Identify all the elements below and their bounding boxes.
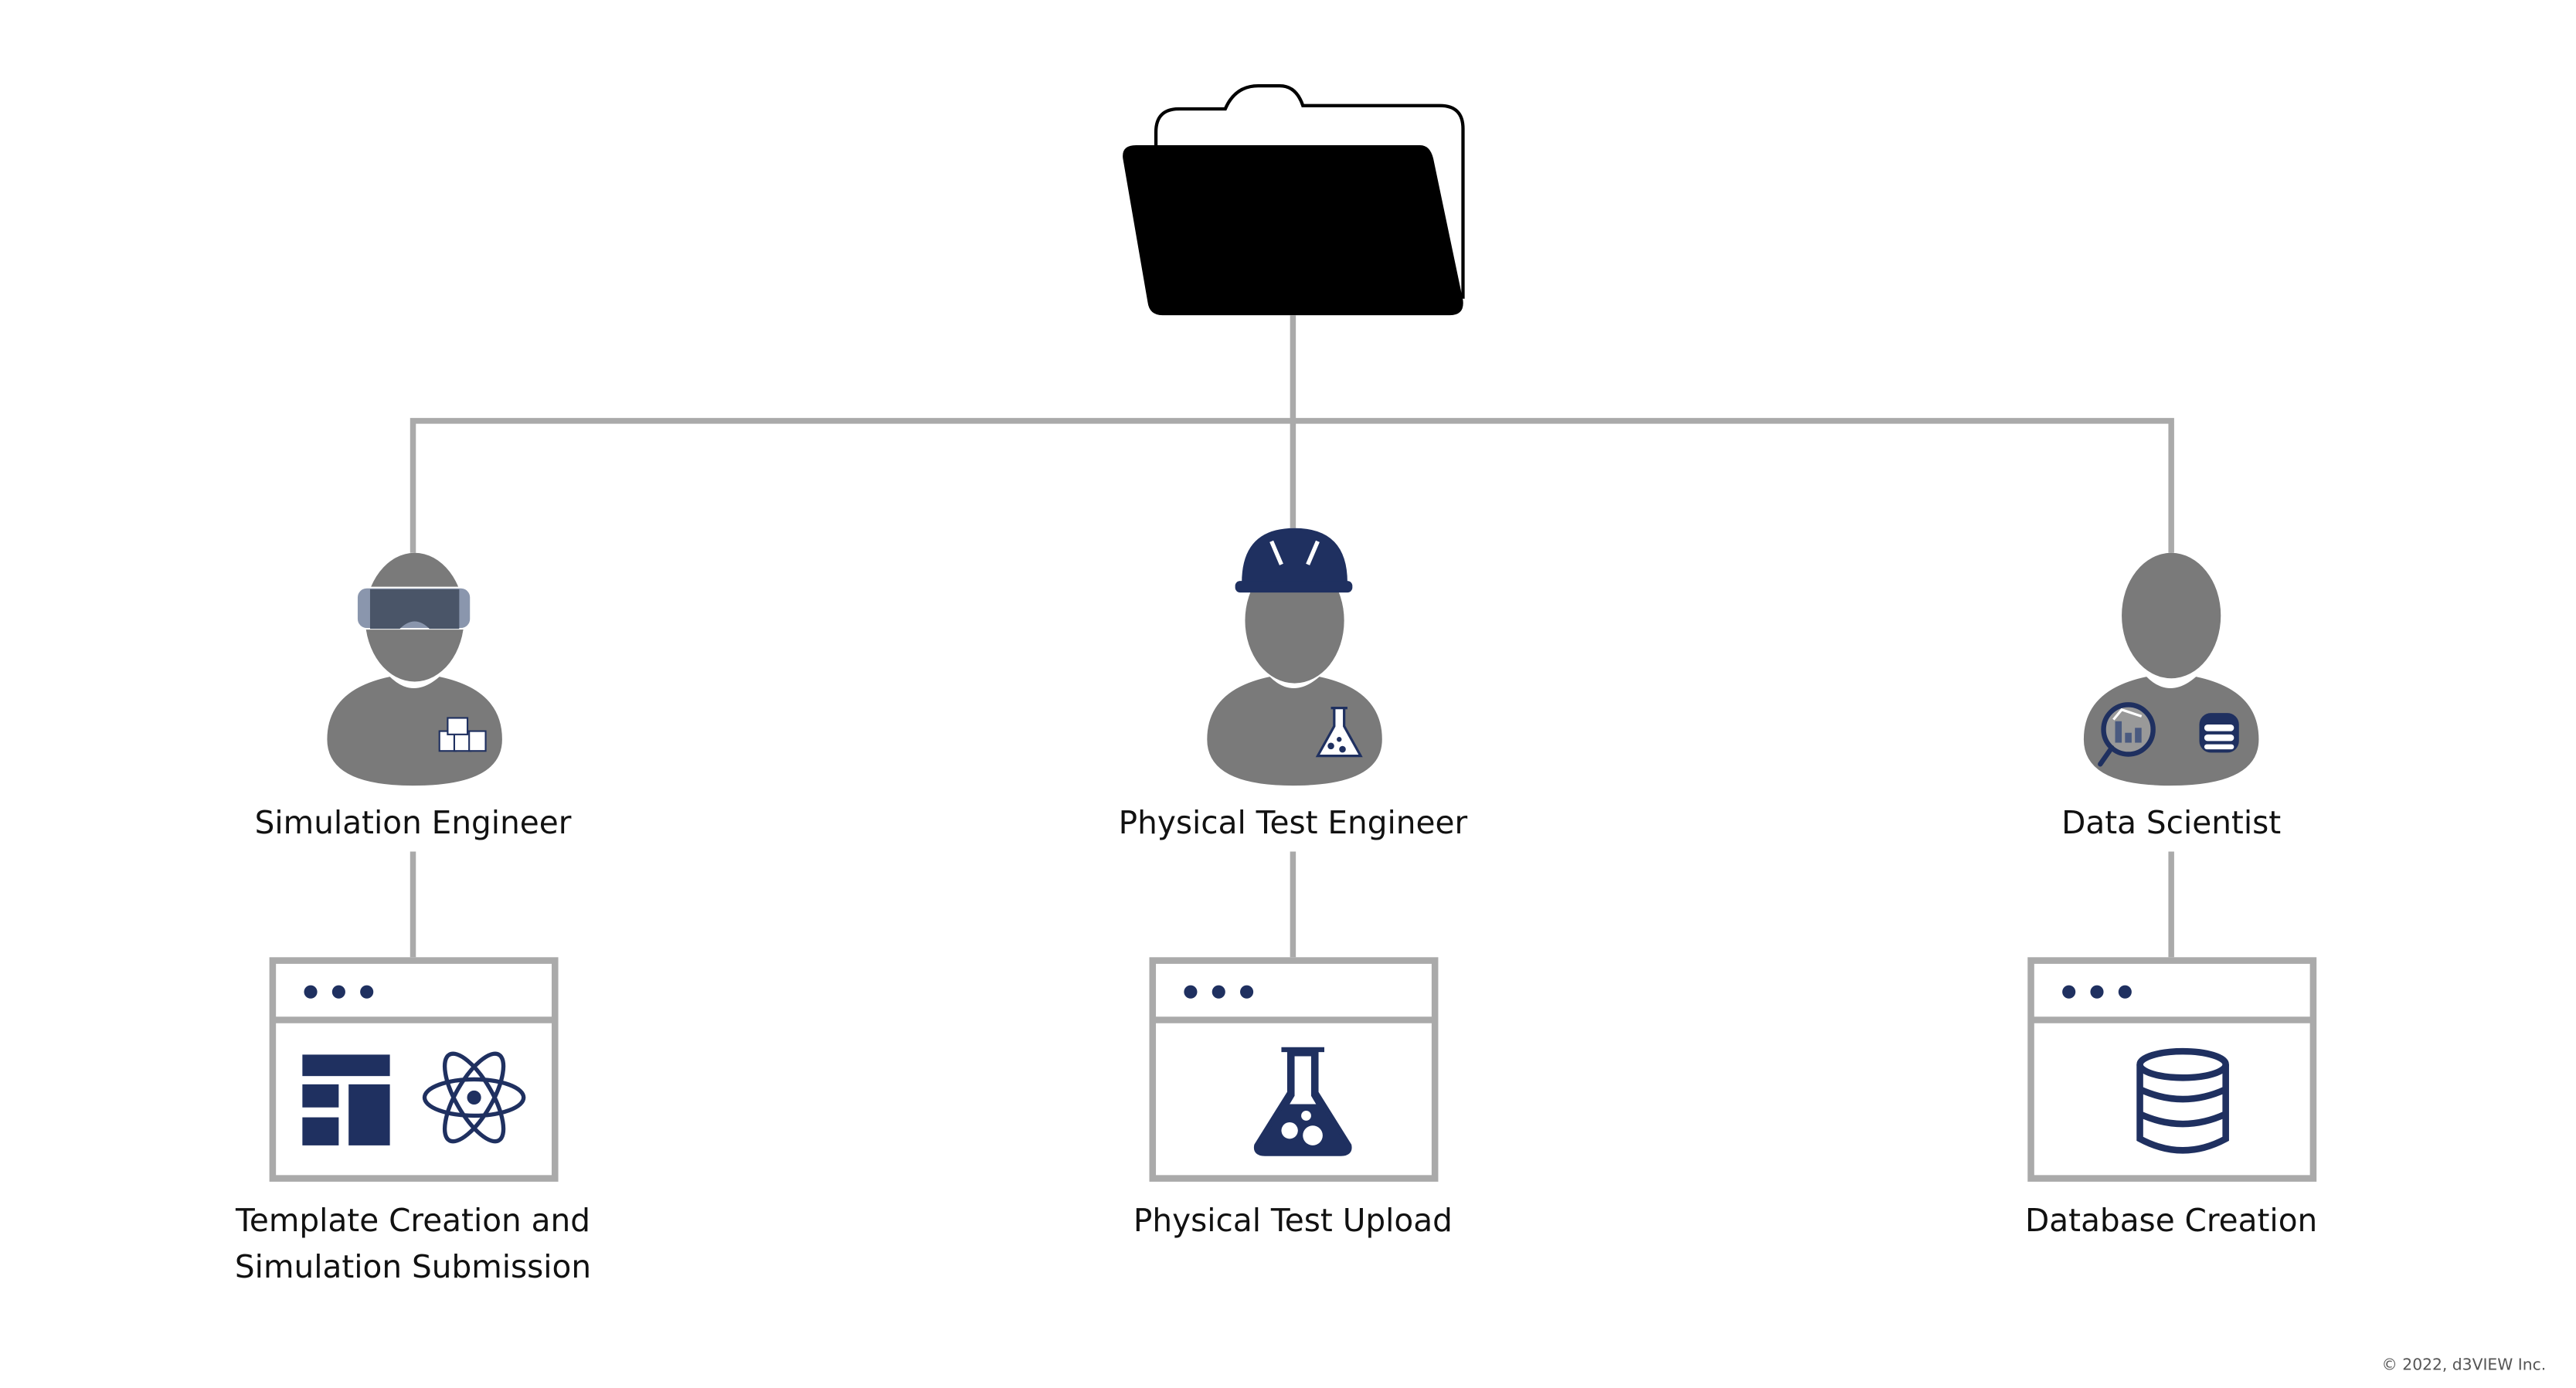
vr-goggles-icon <box>355 586 472 630</box>
database-icon <box>2199 713 2239 753</box>
task-caption: Simulation Submission <box>235 1248 591 1285</box>
role-title: Simulation Engineer <box>255 804 572 841</box>
magnifier-chart-icon <box>2098 702 2156 767</box>
flask-icon <box>1315 707 1363 758</box>
simulation-engineer-avatar <box>327 552 502 786</box>
cubes-icon <box>438 717 487 752</box>
role-title: Physical Test Engineer <box>1119 804 1468 841</box>
task-caption: Database Creation <box>2025 1202 2317 1239</box>
task-caption: Template Creation and <box>235 1202 590 1239</box>
flask-icon <box>1253 1047 1352 1156</box>
role-title: Data Scientist <box>2061 804 2281 841</box>
data-scientist-avatar <box>2083 552 2259 786</box>
folder-icon[interactable] <box>1123 83 1465 316</box>
hard-hat-icon <box>1235 528 1353 593</box>
app-window-database-creation[interactable] <box>2027 957 2317 1182</box>
task-caption: Physical Test Upload <box>1133 1202 1453 1239</box>
layout-template-icon <box>302 1054 390 1145</box>
connector-lines <box>410 315 2174 958</box>
app-window-template-creation[interactable] <box>269 957 559 1182</box>
atom-icon <box>422 1051 526 1144</box>
app-window-physical-test-upload[interactable] <box>1149 957 1439 1182</box>
copyright: © 2022, d3VIEW Inc. <box>2382 1355 2547 1373</box>
physical-test-engineer-avatar <box>1207 528 1382 786</box>
database-icon <box>2136 1047 2229 1154</box>
